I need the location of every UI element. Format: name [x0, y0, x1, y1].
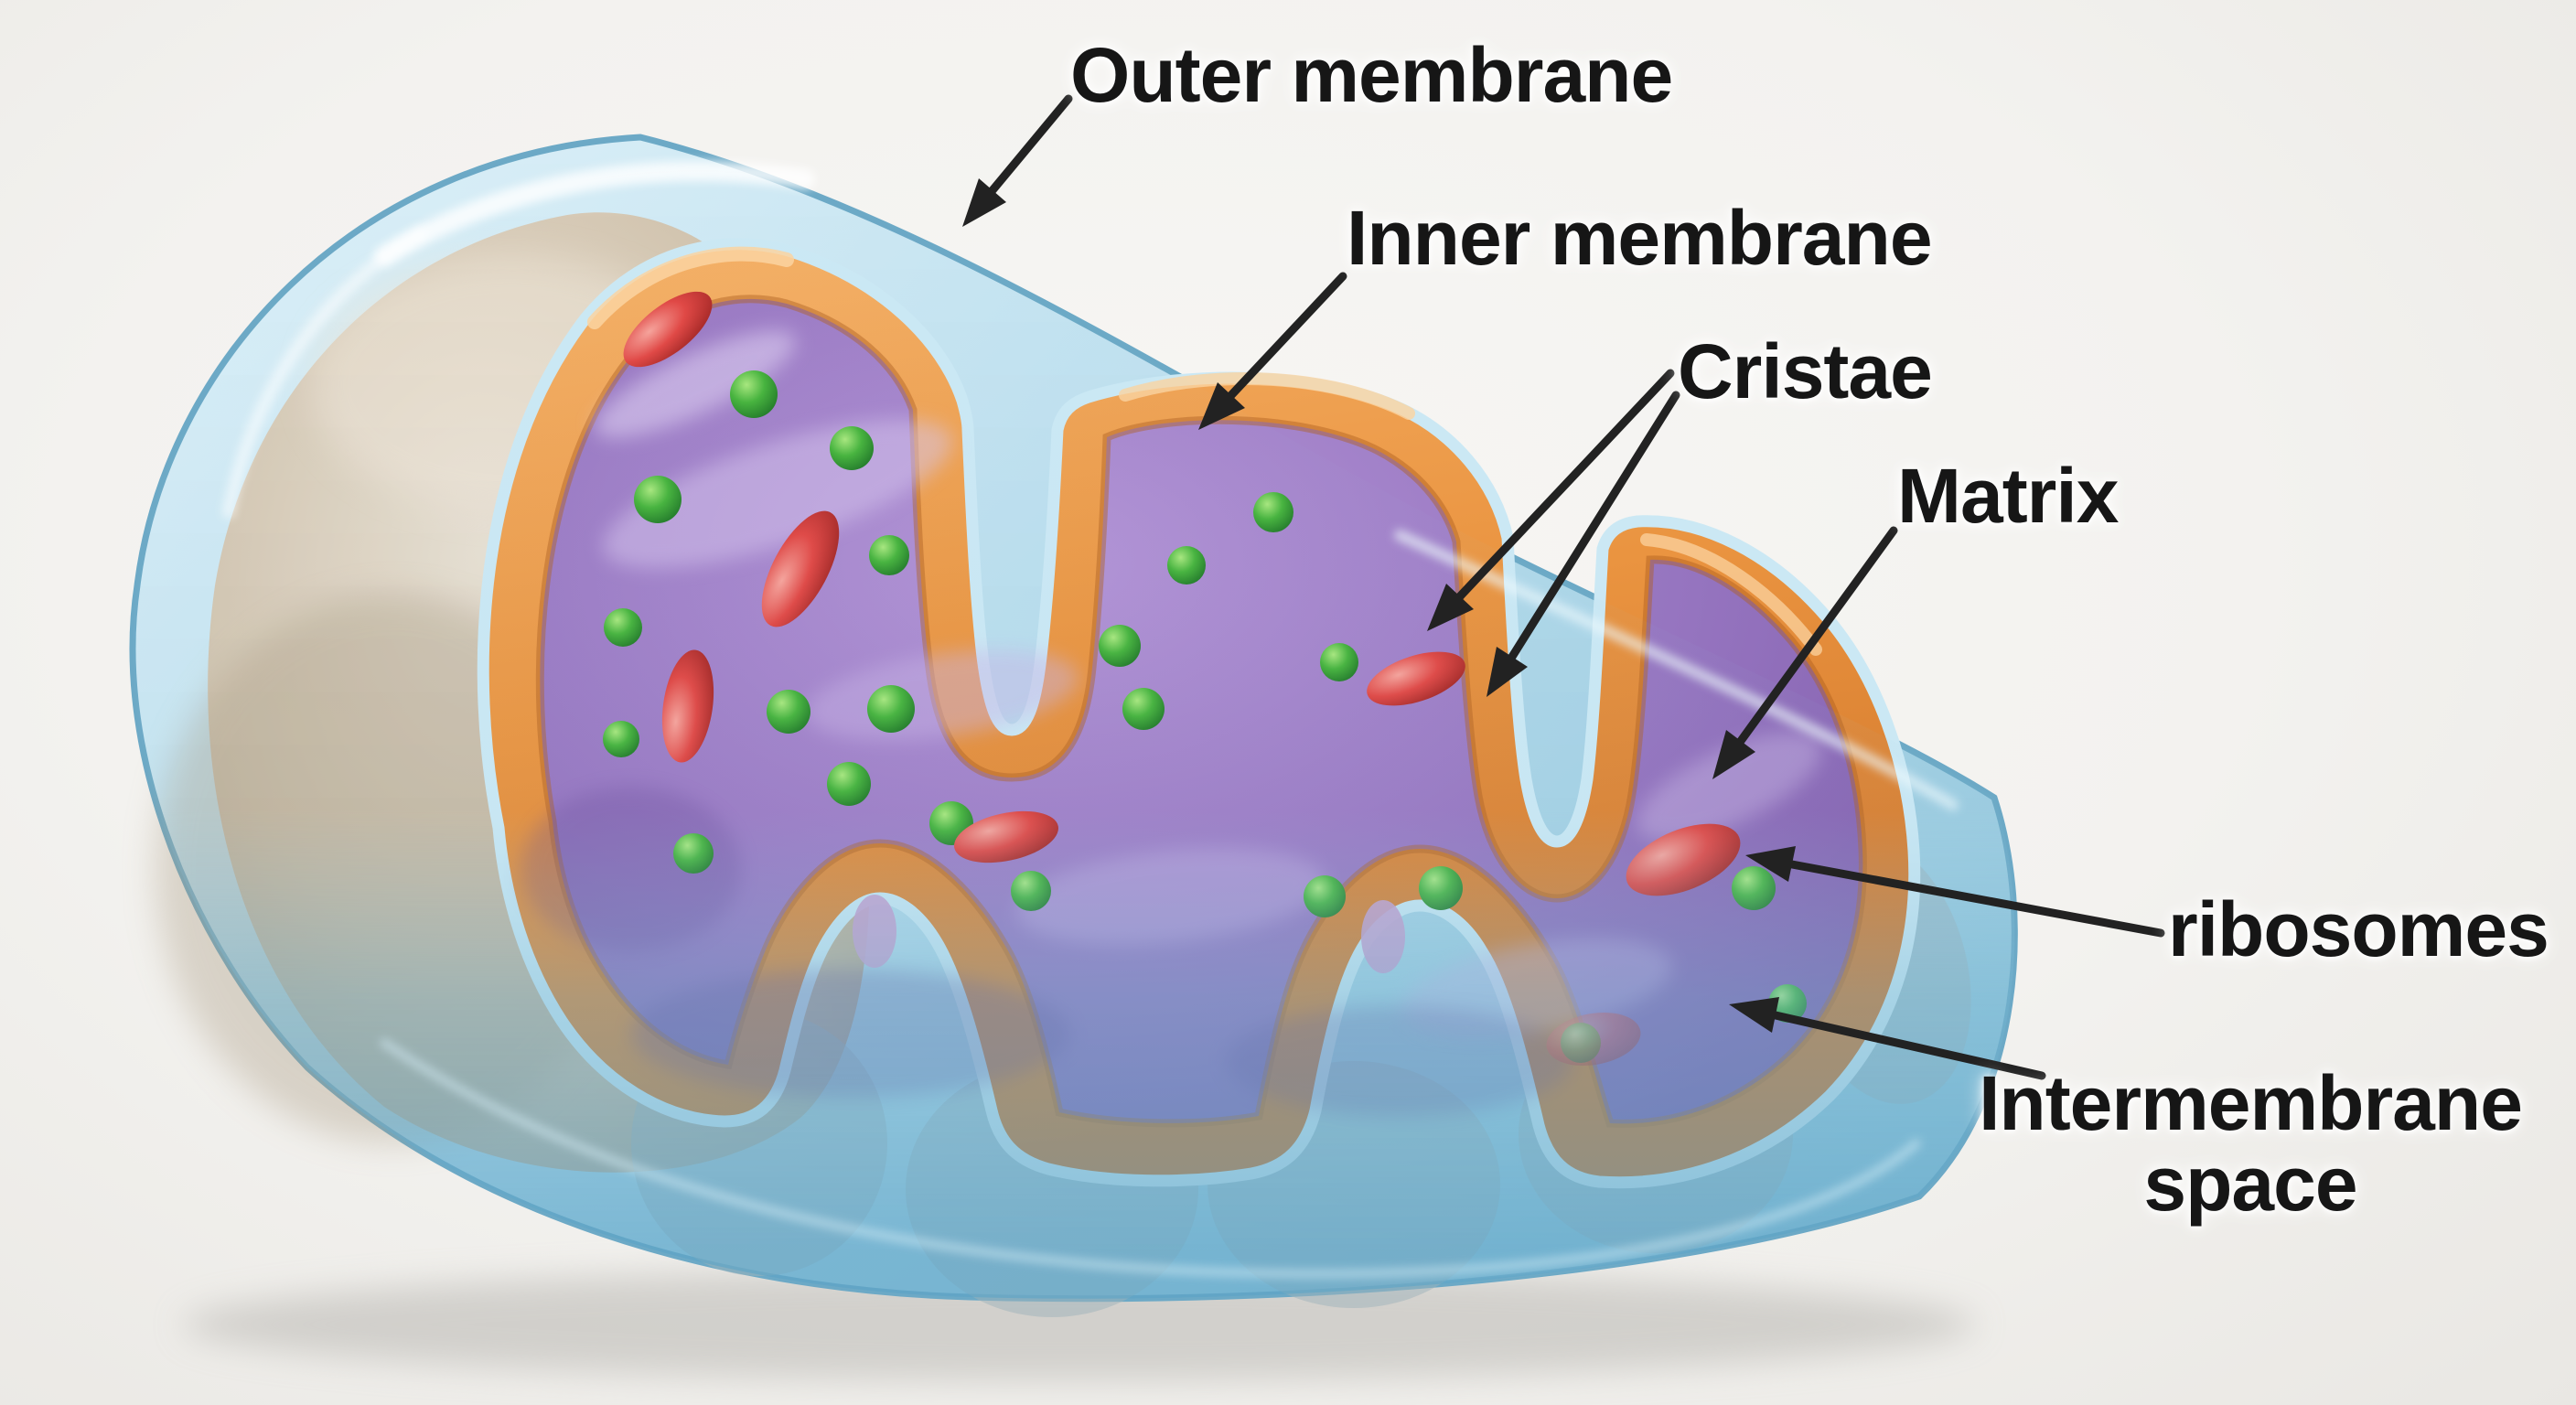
- arrow-line: [1455, 369, 1675, 601]
- inner-membrane-arrow: [1198, 272, 1347, 430]
- label-ribosomes: ribosomes: [2168, 886, 2549, 972]
- arrow-line: [988, 94, 1073, 195]
- glass-front-overlay: [132, 137, 2015, 1299]
- matrix-arrow: [1712, 526, 1898, 779]
- ribosomes-arrow: [1745, 846, 2165, 938]
- glass-highlight: [374, 161, 815, 266]
- annotation-arrows: [962, 94, 2165, 1080]
- arrowhead: [1427, 584, 1474, 631]
- arrow-line: [1508, 391, 1680, 661]
- label-intermembrane-line1: Intermembrane: [1979, 1060, 2523, 1146]
- intermembrane-space-arrow: [1729, 997, 2046, 1080]
- glass-highlight: [1394, 530, 1959, 810]
- ground-shadow: [183, 1268, 1976, 1381]
- label-cristae: Cristae: [1678, 328, 1933, 414]
- arrowhead: [1745, 846, 1796, 882]
- label-intermembrane-space: Intermembrane space: [1958, 1063, 2543, 1224]
- arrowhead: [1487, 647, 1528, 697]
- arrowhead: [1729, 997, 1779, 1033]
- glass-highlight: [222, 227, 427, 519]
- cristae-arrow-2: [1487, 391, 1680, 697]
- arrow-line: [1736, 526, 1898, 745]
- label-outer-membrane: Outer membrane: [1070, 32, 1673, 118]
- glass-highlight: [380, 1038, 1921, 1279]
- label-intermembrane-line2: space: [2143, 1141, 2357, 1228]
- cristae-arrow-1: [1427, 369, 1675, 631]
- arrow-line: [1771, 1011, 2046, 1080]
- orange-highlight: [1640, 533, 1822, 656]
- label-matrix: Matrix: [1897, 453, 2119, 539]
- arrowhead: [1198, 382, 1245, 430]
- arrowhead: [1712, 730, 1755, 779]
- arrow-line: [1227, 272, 1347, 400]
- arrowhead: [962, 178, 1006, 227]
- outer-membrane-arrow: [962, 94, 1073, 227]
- arrow-line: [1787, 860, 2165, 938]
- label-inner-membrane: Inner membrane: [1347, 195, 1933, 281]
- glass-highlights: [222, 161, 1959, 1279]
